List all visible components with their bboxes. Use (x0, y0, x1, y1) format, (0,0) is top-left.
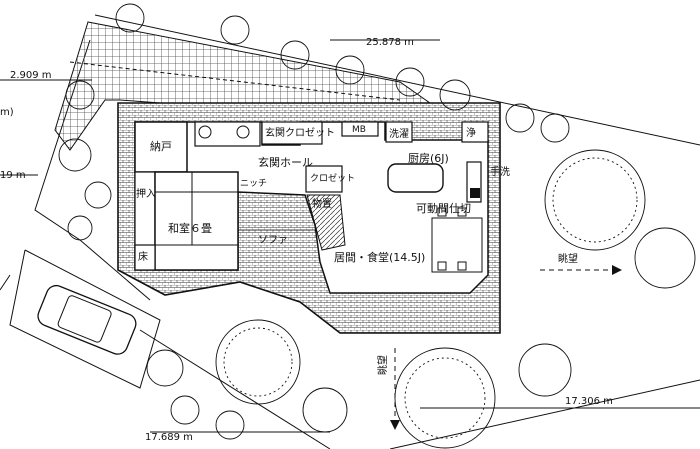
room-genkan-hall: 玄関ホール (258, 155, 313, 169)
trees-large (215, 149, 696, 449)
dimension-labels: 25.878 m 2.909 m 19 m m) 17.306 m 17.689… (0, 37, 613, 443)
driveway-grid (54, 21, 432, 151)
view-east-label: 眺望 (558, 252, 578, 265)
view-arrow-east (540, 265, 622, 275)
room-closet: クロゼット (310, 172, 355, 184)
room-genkan-closet: 玄関クロゼット (265, 126, 335, 139)
car-outline (37, 284, 137, 355)
room-living: 居間・食堂(14.5J) (334, 250, 425, 264)
room-sofa: ソファ (258, 235, 288, 246)
trees-top (220, 15, 570, 143)
view-south-label: 眺望 (376, 355, 389, 375)
dim-bottom-right: 17.306 m (565, 396, 613, 407)
view-arrow-south (390, 348, 400, 430)
room-laundry: 洗濯 (389, 128, 409, 140)
room-storage: 納戸 (150, 140, 172, 153)
parking-outline (9, 249, 161, 389)
dash-line (69, 61, 401, 101)
room-tearai: 手洗 (490, 165, 510, 178)
room-partition: 可動間仕切 (416, 201, 471, 215)
dim-left-edge: m) (0, 107, 14, 118)
room-niche: ニッチ (240, 178, 267, 189)
trees-left (58, 3, 245, 440)
dim-left-top: 2.909 m (10, 70, 52, 81)
dim-top: 25.878 m (366, 37, 414, 48)
room-kitchen: 厨房(6J) (408, 152, 449, 165)
room-washitsu: 和室６畳 (168, 221, 212, 235)
room-mb: MB (352, 125, 366, 135)
room-oshiire: 押入 (136, 187, 156, 200)
view-labels: 眺望 眺望 (376, 252, 578, 375)
dim-bottom-left: 17.689 m (145, 432, 193, 443)
room-mono-oki: 物置 (312, 197, 332, 210)
interior-rooms (134, 121, 489, 294)
dim-left-mid: 19 m (0, 170, 26, 181)
room-tokonoma: 床 (138, 250, 148, 263)
dimension-lines (0, 39, 700, 433)
room-sink: 浄 (466, 126, 476, 139)
room-labels: 納戸 押入 和室６畳 床 玄関ホール 玄関クロゼット ニッチ MB クロゼット … (136, 125, 510, 264)
